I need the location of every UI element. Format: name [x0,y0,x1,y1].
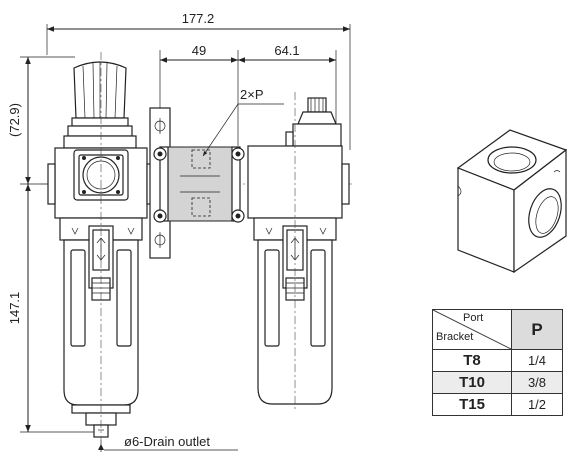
p-cell: 1/4 [511,349,563,372]
center-spacing-value: 49 [192,43,206,58]
bracket-cell: T10 [432,371,512,394]
spacer-block [153,146,245,223]
table-header-diagonal: Port Bracket [432,309,512,350]
port-leader: 2×P [202,87,284,157]
overall-width-value: 177.2 [182,11,215,26]
bracket-cell: T15 [432,393,512,416]
port-label: 2×P [240,87,264,102]
table-row: T10 3/8 [432,371,563,394]
lubricator-unit [247,92,350,410]
table-header-bracket: Bracket [436,331,474,343]
port-block-isometric [456,129,568,274]
right-spacing-value: 64.1 [274,43,299,58]
dimension-heights: (72.9) 147.1 [7,56,100,433]
table-header-port: Port [463,312,484,324]
bottom-height-value: 147.1 [7,292,22,325]
table-row: T8 1/4 [432,349,563,372]
bracket-cell: T8 [432,349,512,372]
table-row: T15 1/2 [432,393,563,416]
table-header-row: Port Bracket P [432,309,563,350]
dimension-overall-width: 177.2 [46,11,351,150]
drain-callout: ø6-Drain outlet [98,434,238,452]
table-header-p: P [511,309,563,350]
p-cell: 3/8 [511,371,563,394]
top-height-value: (72.9) [7,103,22,137]
p-cell: 1/2 [511,393,563,416]
dimension-center-spacing: 49 64.1 [159,43,337,146]
port-size-table: Port Bracket P T8 1/4 T10 3/8 T15 1/2 [432,309,563,416]
filter-regulator-unit [47,52,155,440]
drain-label: ø6-Drain outlet [124,434,210,449]
